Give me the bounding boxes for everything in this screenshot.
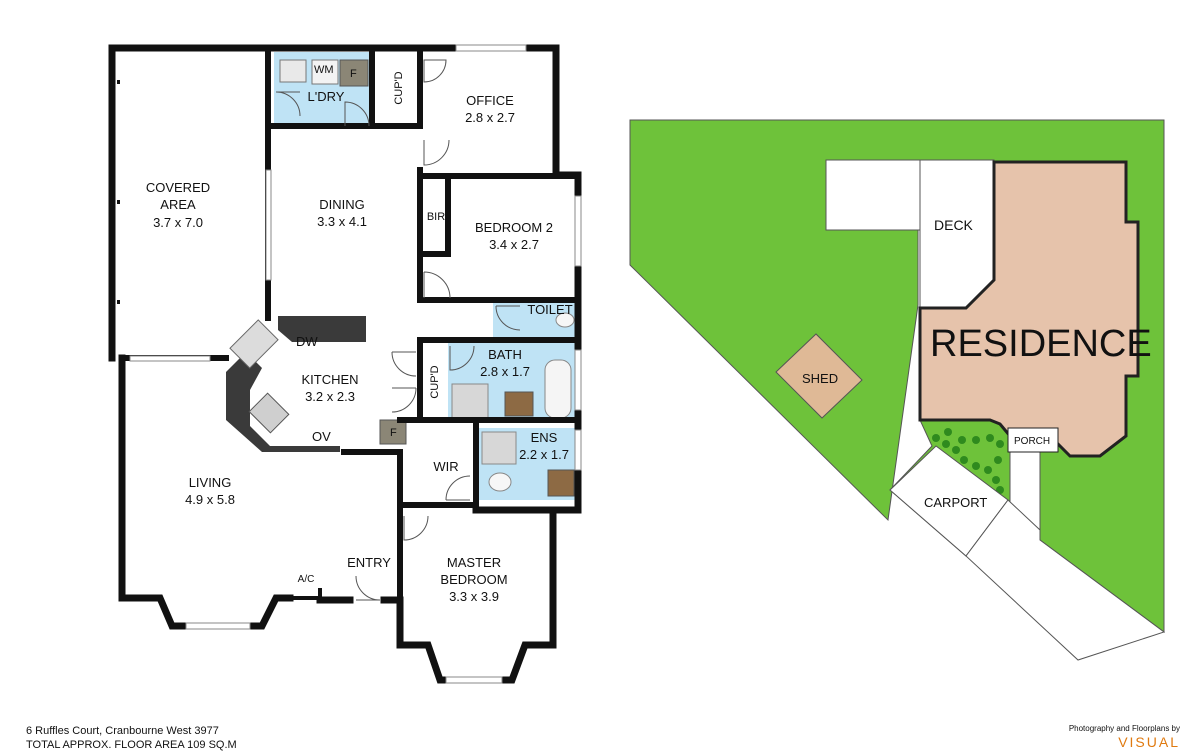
dw-label: DW [296, 334, 318, 349]
site-plan: DECK RESIDENCE SHED PORCH CARPORT [629, 119, 1166, 661]
f-label-kitchen: F [390, 427, 397, 439]
doors [275, 59, 521, 601]
bedroom2-name: BEDROOM 2 [475, 220, 553, 235]
door-wir [445, 475, 471, 501]
vanity-bath [504, 391, 534, 417]
window-living-bay [185, 622, 251, 630]
ov-label: OV [312, 429, 331, 444]
credit-text: Photography and Floorplans by [1068, 724, 1180, 733]
bedroom2-dims: 3.4 x 2.7 [489, 237, 539, 252]
bench-top [278, 316, 366, 342]
room-labels: COVERED AREA 3.7 x 7.0 WM F L'DRY CUP'D … [146, 64, 573, 604]
door-cupd-top [423, 59, 447, 83]
f-label-laundry: F [350, 68, 357, 80]
covered-area-dims: 3.7 x 7.0 [153, 215, 203, 230]
kitchen-sink [229, 319, 279, 369]
floor-area-line: TOTAL APPROX. FLOOR AREA 109 SQ.M [26, 739, 237, 751]
covered-area-name-1: COVERED [146, 180, 210, 195]
fridge-space-laundry [339, 59, 369, 87]
photography-credit: Photography and Floorplans by VISUAL [1069, 724, 1180, 750]
fridge-space-kitchen [379, 419, 407, 445]
master-name-1: MASTER [447, 555, 501, 570]
office-dims: 2.8 x 2.7 [465, 110, 515, 125]
shed [775, 333, 863, 419]
dining-dims: 3.3 x 4.1 [317, 214, 367, 229]
window-ens [574, 429, 582, 471]
wm-label: WM [314, 64, 334, 76]
carport-label: CARPORT [924, 495, 987, 510]
bath-name: BATH [488, 347, 522, 362]
paved-area [825, 159, 921, 231]
window-dining [265, 169, 272, 281]
living-name: LIVING [189, 475, 232, 490]
residence-label: RESIDENCE [930, 323, 1152, 365]
porch-label: PORCH [1014, 436, 1050, 447]
bir-label: BIR [427, 211, 445, 223]
walls [108, 44, 582, 684]
laundry-name: L'DRY [308, 89, 345, 104]
address-line: 6 Ruffles Court, Cranbourne West 3977 [26, 725, 219, 737]
covered-area-posts [117, 80, 120, 304]
ens-name: ENS [531, 430, 558, 445]
deck-label: DECK [934, 217, 974, 233]
kitchen-name: KITCHEN [301, 372, 358, 387]
wir-label: WIR [433, 459, 458, 474]
bath-dims: 2.8 x 1.7 [480, 364, 530, 379]
window-master-bay [445, 676, 503, 684]
master-dims: 3.3 x 3.9 [449, 589, 499, 604]
door-master [403, 515, 429, 541]
door-laundry [275, 91, 301, 117]
door-entry [355, 575, 381, 601]
shed-label: SHED [802, 371, 838, 386]
hedge [932, 428, 1004, 494]
living-dims: 4.9 x 5.8 [185, 492, 235, 507]
cupd-kitchen-label: CUP'D [429, 365, 441, 398]
deck [919, 159, 995, 309]
office-name: OFFICE [466, 93, 514, 108]
floor-plan: COVERED AREA 3.7 x 7.0 WM F L'DRY CUP'D … [108, 44, 582, 684]
window-bath [574, 349, 582, 411]
ens-dims: 2.2 x 1.7 [519, 447, 569, 462]
cupd-top-label: CUP'D [393, 71, 405, 104]
covered-area-name-2: AREA [160, 197, 196, 212]
laundry-sink [279, 59, 307, 83]
kitchen-benches [226, 316, 366, 452]
fixtures [279, 59, 575, 497]
door-cupd-kitchen [391, 351, 417, 377]
toilet-ens [488, 472, 512, 492]
window-office [455, 44, 527, 52]
visual-brand: VISUAL [1118, 734, 1180, 750]
door-bedroom2 [423, 271, 451, 299]
windows [129, 44, 582, 684]
door-office [423, 139, 450, 166]
driveway [965, 499, 1166, 661]
master-name-2: BEDROOM [440, 572, 507, 587]
door-bath [449, 345, 475, 371]
window-bedroom2 [574, 195, 582, 267]
door-cupd-kitchen-2 [391, 387, 417, 413]
washing-machine [311, 59, 339, 85]
porch [1007, 427, 1059, 453]
cooktop [248, 392, 290, 434]
window-living-top [129, 355, 211, 362]
ac-label: A/C [298, 574, 315, 585]
vanity-ens [547, 469, 575, 497]
shower-ens [481, 431, 517, 465]
kitchen-dims: 3.2 x 2.3 [305, 389, 355, 404]
entry-label: ENTRY [347, 555, 391, 570]
toilet-label: TOILET [527, 302, 572, 317]
door-toilet [495, 305, 521, 331]
dining-name: DINING [319, 197, 365, 212]
bench-corner [226, 352, 340, 452]
door-laundry-2 [344, 101, 370, 127]
shower-bath [451, 383, 489, 419]
toilet-bowl [555, 312, 575, 328]
